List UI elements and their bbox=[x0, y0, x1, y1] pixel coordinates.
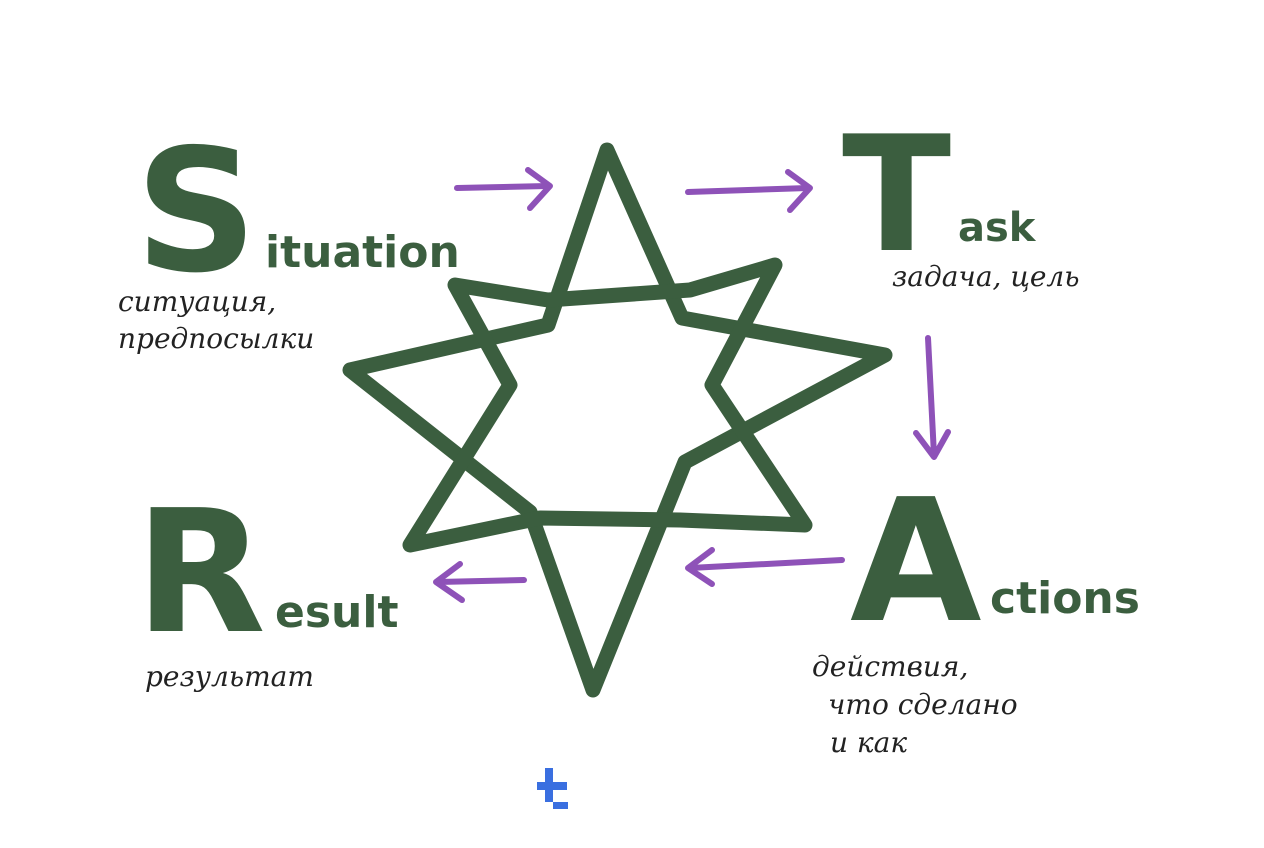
letter-s: S bbox=[135, 113, 258, 311]
arrow-a-to-star bbox=[685, 547, 845, 587]
word-situation: ituation bbox=[265, 227, 460, 278]
logo-icon bbox=[537, 768, 568, 809]
letter-r: R bbox=[135, 474, 266, 672]
letter-t: T bbox=[842, 101, 952, 288]
desc-actions-3: и как bbox=[830, 726, 908, 759]
arrow-s-to-t-2 bbox=[685, 169, 813, 213]
arrow-s-to-t-1 bbox=[454, 167, 553, 211]
desc-situation-1: ситуация, bbox=[118, 285, 277, 318]
eight-point-star-icon bbox=[342, 142, 893, 698]
desc-actions-2: что сделано bbox=[828, 688, 1018, 721]
desc-actions-1: действия, bbox=[812, 650, 969, 683]
desc-task: задача, цель bbox=[892, 260, 1080, 293]
word-actions: ctions bbox=[990, 573, 1140, 624]
word-result: esult bbox=[275, 587, 399, 638]
letter-a: A bbox=[850, 463, 982, 661]
desc-situation-2: предпосылки bbox=[118, 322, 315, 355]
desc-result: результат bbox=[145, 660, 314, 693]
flow-arrows bbox=[433, 167, 951, 603]
word-task: ask bbox=[958, 205, 1036, 251]
arrow-star-to-r bbox=[433, 561, 527, 603]
arrow-t-to-a bbox=[913, 335, 951, 460]
